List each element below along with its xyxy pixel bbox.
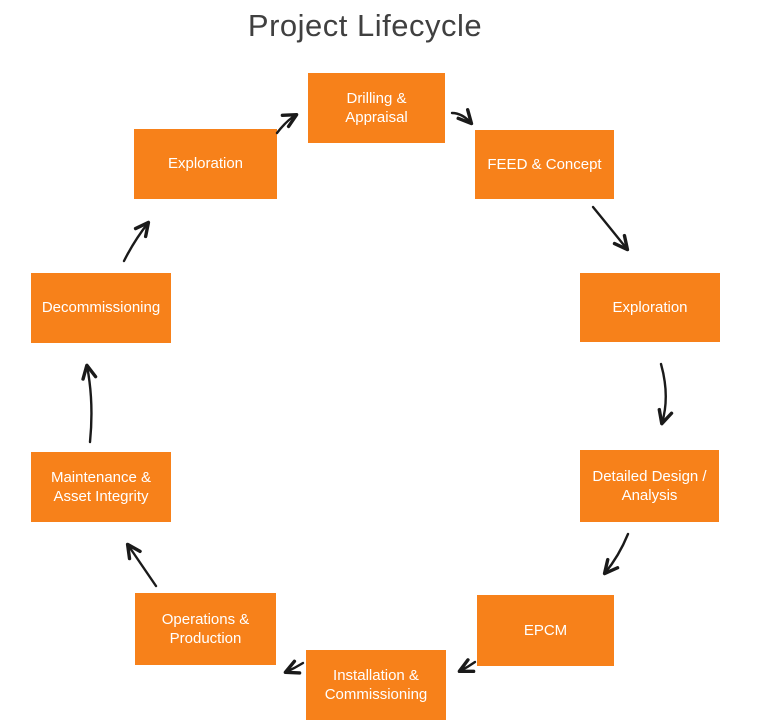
node-label: Exploration [612, 298, 688, 316]
arrow-drilling-to-feed [450, 108, 474, 126]
node-installation-commissioning: Installation & Commissioning [306, 650, 446, 720]
arrow-feed-to-exploration [591, 205, 630, 252]
arrow-detailed-design-to-epcm [602, 532, 630, 576]
node-label: Exploration [167, 155, 244, 173]
arrow-exploration-to-drilling [275, 112, 299, 135]
node-drilling-appraisal: Drilling & Appraisal [308, 73, 445, 143]
arrow-maintenance-to-decommissioning [81, 363, 98, 444]
node-label: Detailed Design / Analysis [592, 467, 707, 505]
node-operations-production: Operations & Production [135, 593, 276, 665]
node-label: Decommissioning [41, 299, 161, 317]
node-label: EPCM [523, 621, 568, 639]
page-title: Project Lifecycle [247, 8, 483, 43]
arrow-installation-to-operations [283, 659, 305, 675]
node-maintenance-asset-integrity: Maintenance & Asset Integrity [31, 452, 171, 522]
node-feed-concept: FEED & Concept [475, 130, 614, 199]
node-exploration-top-left: Exploration [134, 129, 277, 199]
node-epcm: EPCM [477, 595, 614, 666]
arrow-epcm-to-installation [457, 658, 477, 674]
node-label: Installation & Commissioning [324, 666, 428, 704]
node-label: Maintenance & Asset Integrity [50, 468, 152, 506]
node-label: FEED & Concept [487, 155, 602, 173]
node-decommissioning: Decommissioning [31, 273, 171, 343]
arrow-exploration-to-detailed-design [657, 362, 674, 426]
node-detailed-design-analysis: Detailed Design / Analysis [580, 450, 719, 522]
arrow-operations-to-maintenance [125, 542, 158, 588]
node-label: Drilling & Appraisal [345, 89, 408, 127]
node-label: Operations & Production [161, 610, 250, 648]
node-exploration-right: Exploration [580, 273, 720, 342]
arrow-decommissioning-to-exploration [122, 220, 151, 263]
